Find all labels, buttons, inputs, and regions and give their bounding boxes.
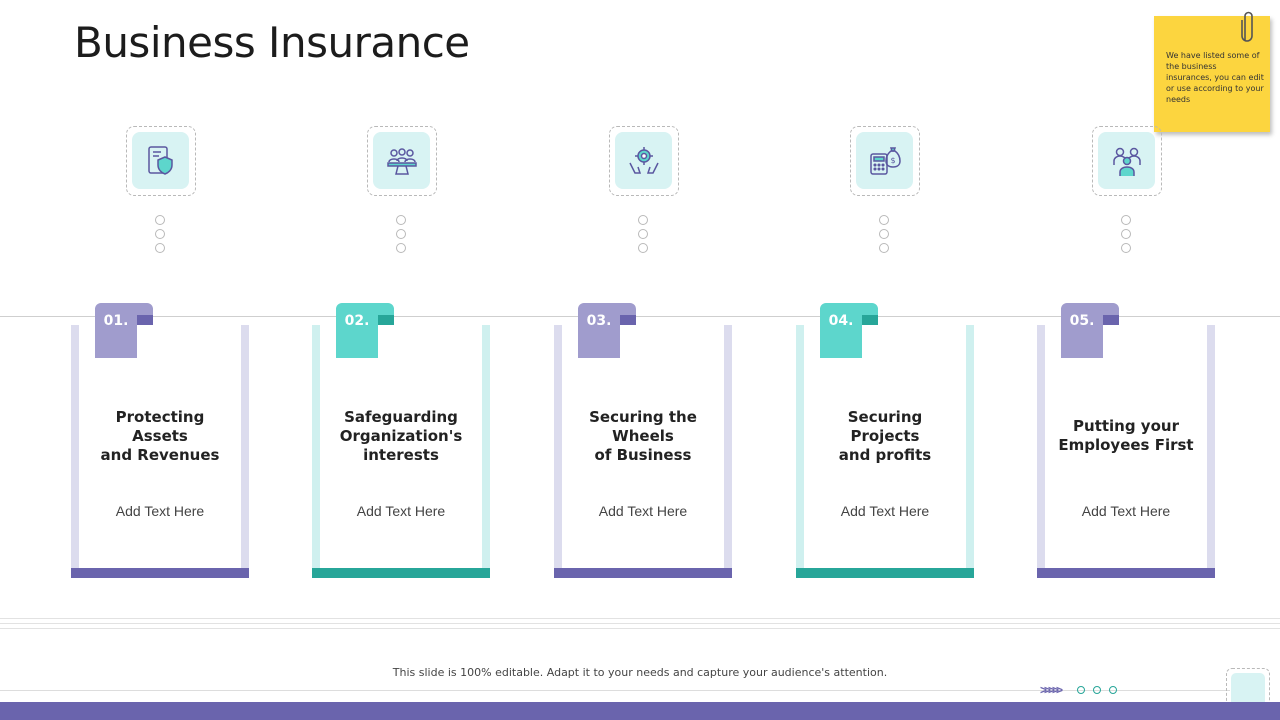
hands-gear-icon <box>628 146 659 174</box>
sticky-note-text: We have listed some of the business insu… <box>1166 51 1264 104</box>
corner-decoration <box>1226 668 1270 712</box>
footer-rules <box>0 618 1280 633</box>
nav-dot-icon <box>1093 686 1101 694</box>
icon-box-3 <box>609 126 679 196</box>
meeting-people-icon <box>386 147 417 175</box>
card-number: 01. <box>103 313 129 329</box>
chevrons-icon: >>>>> <box>1040 683 1063 697</box>
card-title: Putting your Employees First <box>1058 417 1194 454</box>
card-number: 05. <box>1069 313 1095 329</box>
connector-dots-3 <box>638 215 650 257</box>
card-5: 05. Putting your Employees First Add Tex… <box>1037 303 1215 578</box>
card-title: Securing Projects and profits <box>838 407 932 464</box>
footer-divider <box>0 690 1230 691</box>
card-title: Safeguarding Organization's interests <box>339 407 463 464</box>
card-4: 04. Securing Projects and profits Add Te… <box>796 303 974 578</box>
card-text[interactable]: Add Text Here <box>115 503 205 519</box>
footer-caption: This slide is 100% editable. Adapt it to… <box>392 666 888 679</box>
card-tab: 02. <box>336 303 394 358</box>
slide-title: Business Insurance <box>74 18 470 67</box>
card-tab: 04. <box>820 303 878 358</box>
connector-dots-2 <box>396 215 408 257</box>
card-number: 02. <box>344 313 370 329</box>
card-tab: 03. <box>578 303 636 358</box>
card-tab: 05. <box>1061 303 1119 358</box>
card-number: 03. <box>586 313 612 329</box>
shield-document-icon <box>147 145 173 175</box>
card-title: Securing the Wheels of Business <box>589 407 697 464</box>
sticky-note: We have listed some of the business insu… <box>1154 11 1270 132</box>
connector-dots-5 <box>1121 215 1133 257</box>
card-2: 02. Safeguarding Organization's interest… <box>312 303 490 578</box>
paperclip-icon <box>1241 11 1253 42</box>
icon-box-5 <box>1092 126 1162 196</box>
card-title: Protecting Assets and Revenues <box>100 407 220 464</box>
card-tab: 01. <box>95 303 153 358</box>
nav-dots <box>1077 686 1117 694</box>
nav-dot-icon <box>1109 686 1117 694</box>
card-text[interactable]: Add Text Here <box>840 503 930 519</box>
svg-text:$: $ <box>890 156 895 165</box>
card-text[interactable]: Add Text Here <box>1081 503 1171 519</box>
icon-box-1 <box>126 126 196 196</box>
team-icon <box>1112 147 1141 176</box>
card-text[interactable]: Add Text Here <box>598 503 688 519</box>
icon-box-4: $ <box>850 126 920 196</box>
card-text[interactable]: Add Text Here <box>356 503 446 519</box>
card-1: 01. Protecting Assets and Revenues Add T… <box>71 303 249 578</box>
divider-line <box>0 316 1280 317</box>
connector-dots-1 <box>155 215 167 257</box>
card-number: 04. <box>828 313 854 329</box>
nav-dot-icon <box>1077 686 1085 694</box>
footer-bar <box>0 702 1280 720</box>
connector-dots-4 <box>879 215 891 257</box>
icon-box-2 <box>367 126 437 196</box>
calculator-money-icon: $ <box>869 146 901 175</box>
card-3: 03. Securing the Wheels of Business Add … <box>554 303 732 578</box>
